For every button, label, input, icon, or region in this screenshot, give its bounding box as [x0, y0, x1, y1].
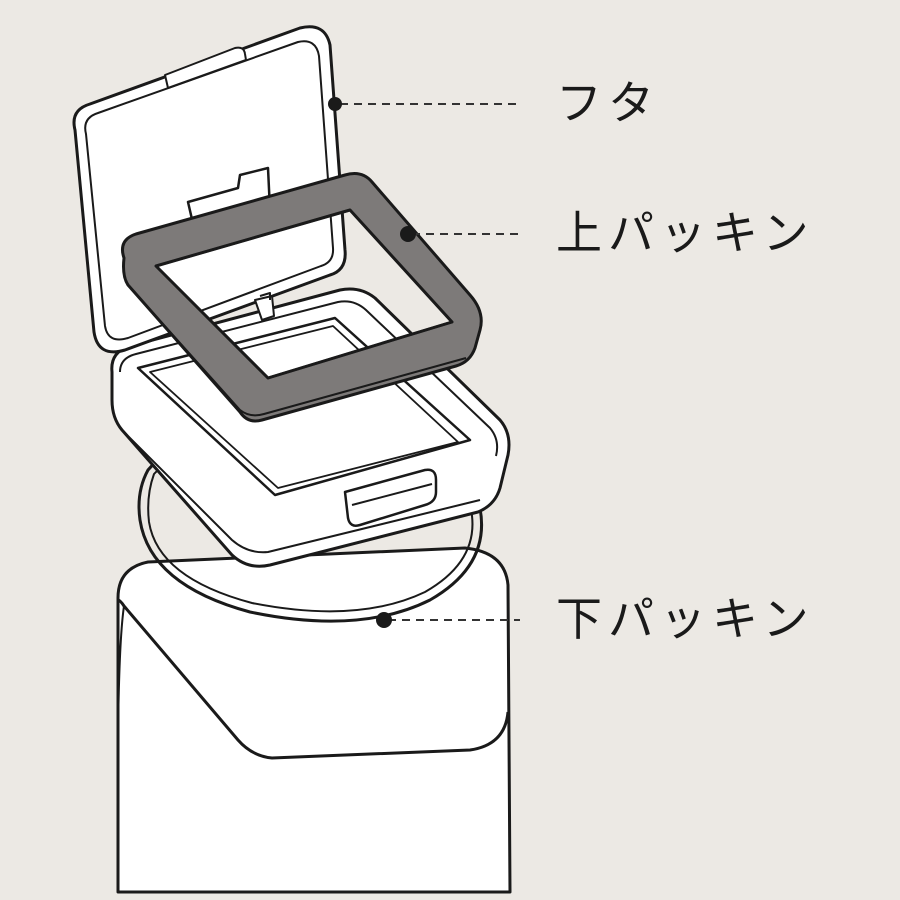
leader-dots [328, 97, 416, 628]
upper-gasket [121, 172, 483, 423]
leader-dot-upper-gasket [400, 226, 416, 242]
callout-label-upper-gasket: 上パッキン [556, 206, 815, 260]
callout-label-lid: フタ [556, 76, 660, 130]
leader-dot-lower-gasket [376, 612, 392, 628]
leader-lines [340, 103, 520, 621]
leader-dot-lid [328, 97, 342, 111]
container-body [116, 546, 512, 894]
callout-label-lower-gasket: 下パッキン [556, 592, 815, 646]
